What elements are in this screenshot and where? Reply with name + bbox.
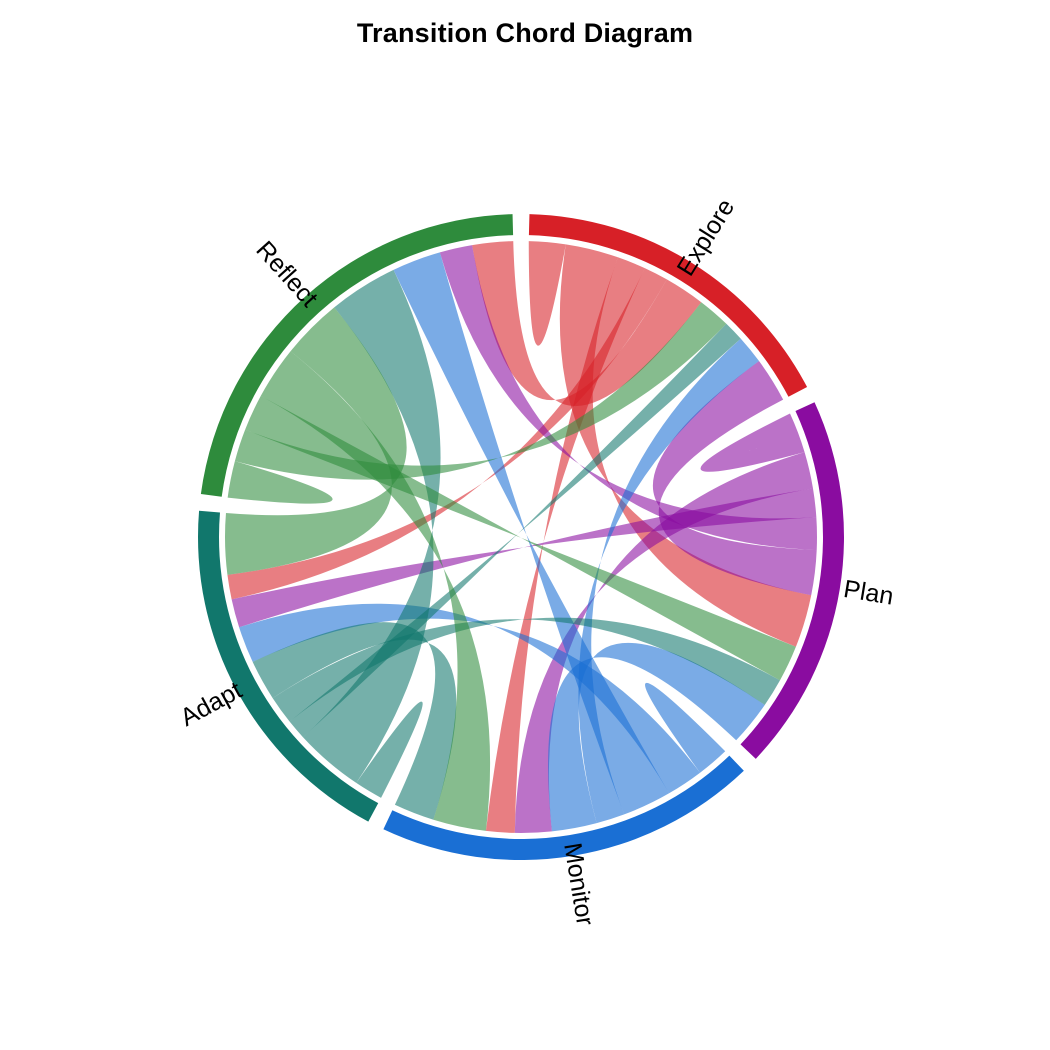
chord-ribbon[interactable] <box>652 361 817 596</box>
chord-ribbon[interactable] <box>227 461 333 504</box>
sector-arcs-layer <box>197 214 845 860</box>
ribbons-layer <box>224 241 817 833</box>
chord-ribbon[interactable] <box>303 269 441 783</box>
chord-ribbon[interactable] <box>356 701 423 798</box>
chord-ribbon[interactable] <box>485 257 645 833</box>
sector-arc-reflect[interactable] <box>200 214 514 497</box>
chord-ribbon[interactable] <box>234 302 727 480</box>
sector-label-monitor: Monitor <box>558 841 599 928</box>
chord-ribbon[interactable] <box>252 622 457 820</box>
chord-ribbon[interactable] <box>260 351 491 831</box>
chord-ribbon[interactable] <box>548 642 765 832</box>
chord-ribbon[interactable] <box>700 413 805 472</box>
page-title: Transition Chord Diagram <box>356 18 694 48</box>
sector-label-adapt: Adapt <box>176 676 247 732</box>
sector-label-reflect: Reflect <box>250 236 323 313</box>
sector-arc-explore[interactable] <box>528 214 808 397</box>
chord-ribbon[interactable] <box>231 488 817 628</box>
sector-arc-monitor[interactable] <box>383 755 744 860</box>
chord-ribbon[interactable] <box>578 338 760 824</box>
chord-ribbon[interactable] <box>393 252 670 815</box>
chord-ribbon[interactable] <box>559 244 812 647</box>
chord-ribbon[interactable] <box>439 245 817 551</box>
chord-ribbon[interactable] <box>224 307 407 575</box>
chord-ribbon[interactable] <box>645 682 726 773</box>
chord-ribbon[interactable] <box>528 241 566 346</box>
sector-label-plan: Plan <box>842 575 896 611</box>
chord-ribbon[interactable] <box>472 241 702 407</box>
sector-arc-plan[interactable] <box>740 402 845 759</box>
sector-label-explore: Explore <box>672 194 741 281</box>
sector-arc-adapt[interactable] <box>197 510 379 822</box>
